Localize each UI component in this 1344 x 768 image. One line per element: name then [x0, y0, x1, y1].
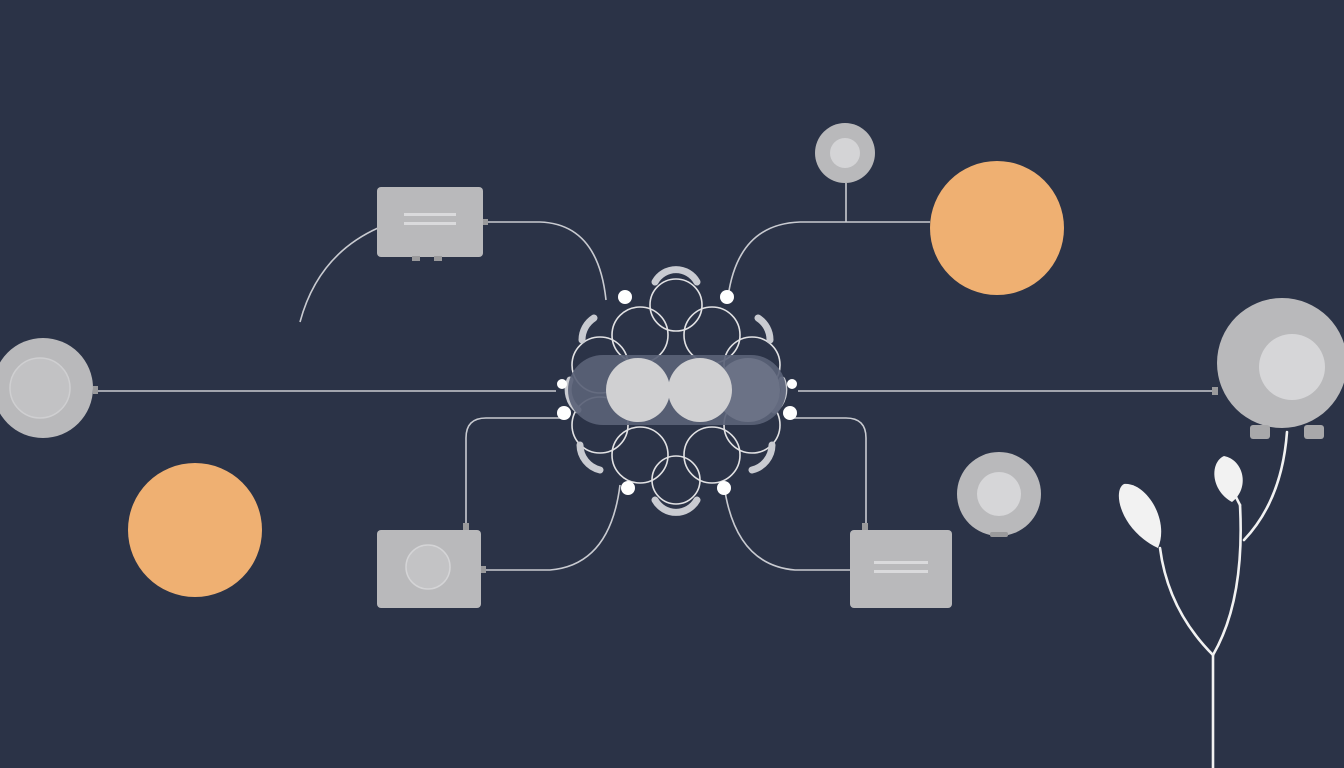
hub-joint: [557, 379, 567, 389]
link-top-left-arc: [299, 227, 379, 323]
hub-joint: [787, 379, 797, 389]
link-top-left-card: [485, 221, 607, 301]
orange-circle-top-right: [930, 161, 1064, 295]
link-bottom-right: [790, 417, 867, 528]
hub-shadow: [716, 358, 780, 422]
hub-joint: [557, 406, 571, 420]
hub-loop: [683, 426, 741, 484]
link-top-right: [727, 221, 930, 298]
card-node-bottom-right: [850, 523, 952, 608]
link-bottom-right-card: [723, 484, 850, 571]
circle-node-mid-right: [957, 452, 1041, 537]
hub-joint: [618, 290, 632, 304]
hub-core-right: [668, 358, 732, 422]
circle-node-top: [815, 123, 875, 183]
circle-node-right-large: [1212, 298, 1344, 439]
orange-circle-bottom-left: [128, 463, 262, 597]
hub-loop: [649, 278, 703, 332]
connection-lines: [96, 183, 1218, 571]
hub-petal: [578, 314, 598, 344]
sprout-leaf-left: [1118, 483, 1162, 548]
hub-petal: [748, 441, 776, 474]
hub-petal: [651, 266, 701, 286]
hub-joint: [717, 481, 731, 495]
hub-loop: [651, 455, 701, 505]
hub-petal: [651, 496, 701, 516]
link-bottom-left: [465, 417, 562, 528]
hub-joint: [720, 290, 734, 304]
hub-joint: [621, 481, 635, 495]
card-node-bottom-left: [377, 523, 486, 608]
hub-petal: [754, 314, 774, 344]
hub-core-left: [606, 358, 670, 422]
hub-joint: [783, 406, 797, 420]
central-hub-icon: [557, 266, 797, 516]
link-bottom-left-card: [485, 484, 621, 571]
hub-loop: [611, 426, 669, 484]
card-node-top-left: [377, 187, 488, 261]
circle-node-left: [0, 338, 98, 438]
sprout-leaf-right: [1214, 456, 1243, 502]
sprout-icon: [1118, 430, 1289, 768]
hub-petal: [576, 441, 604, 474]
